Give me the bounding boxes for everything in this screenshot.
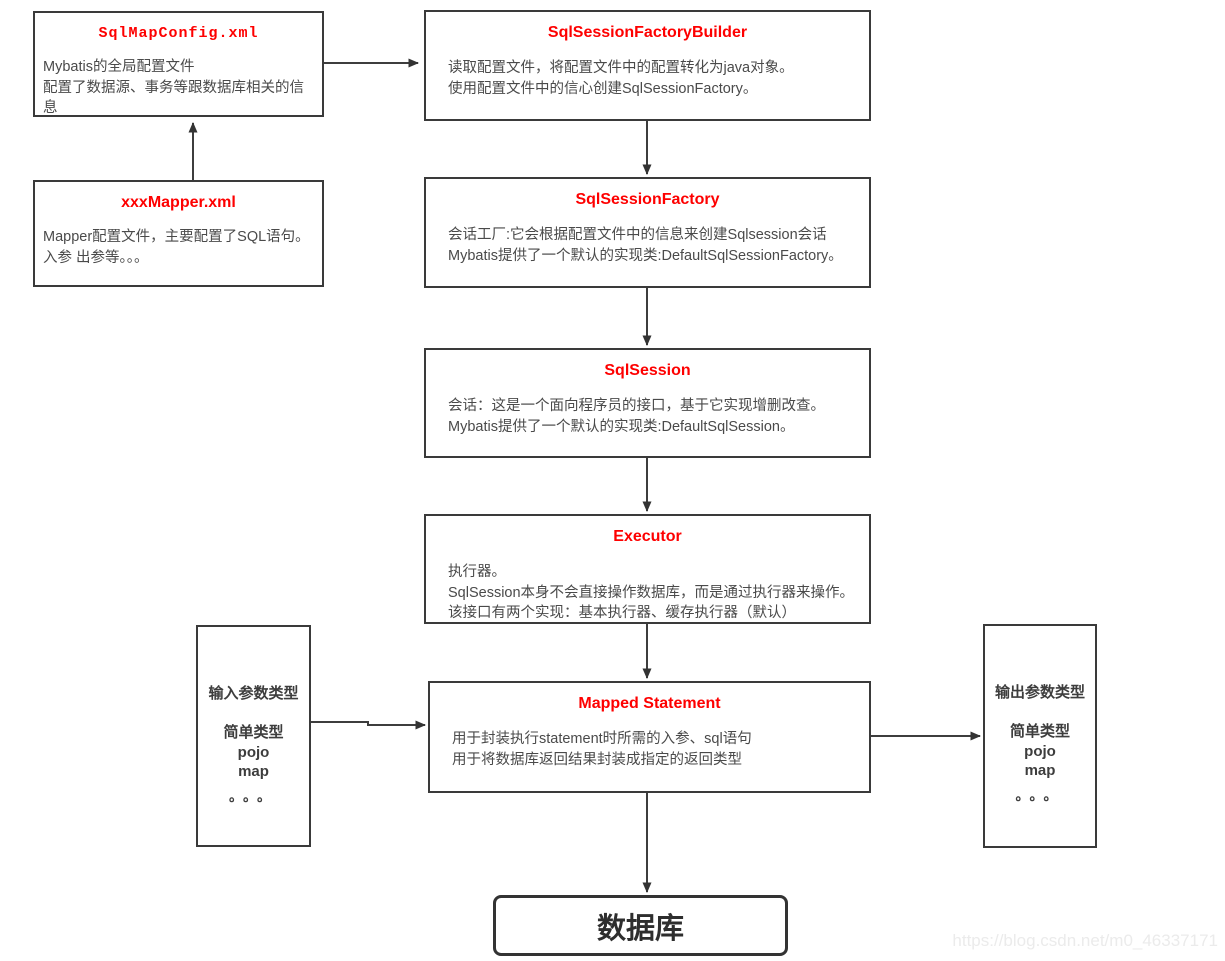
- node-output-param-types: 输出参数类型 简单类型 pojo map 。。。: [983, 624, 1097, 848]
- arrow-input-to-mapped: [311, 720, 426, 730]
- node-description: Mybatis的全局配置文件 配置了数据源、事务等跟数据库相关的信息: [43, 59, 304, 116]
- node-sqlsessionfactorybuilder: SqlSessionFactoryBuilder 读取配置文件，将配置文件中的配…: [424, 10, 871, 121]
- node-title: xxxMapper.xml: [121, 194, 236, 211]
- node-title: SqlMapConfig.xml: [98, 25, 259, 42]
- node-database: 数据库: [493, 895, 788, 956]
- database-label: 数据库: [596, 912, 684, 945]
- param-item: map: [1024, 762, 1056, 779]
- csdn-watermark: https://blog.csdn.net/m0_46337171: [952, 931, 1218, 950]
- node-description: 读取配置文件，将配置文件中的配置转化为java对象。 使用配置文件中的信心创建S…: [448, 60, 794, 97]
- node-title: Mapped Statement: [578, 695, 721, 712]
- node-title: Executor: [613, 528, 682, 545]
- node-description: 会话：这是一个面向程序员的接口，基于它实现增删改查。 Mybatis提供了一个默…: [448, 398, 825, 435]
- param-item: 简单类型: [223, 724, 284, 741]
- node-sqlmapconfig: SqlMapConfig.xml Mybatis的全局配置文件 配置了数据源、事…: [33, 11, 324, 117]
- node-xxxmapper: xxxMapper.xml Mapper配置文件，主要配置了SQL语句。 入参 …: [33, 180, 324, 287]
- param-item: pojo: [237, 743, 270, 761]
- param-title: 输出参数类型: [994, 684, 1085, 701]
- param-item: pojo: [1024, 742, 1056, 760]
- node-title: SqlSessionFactoryBuilder: [547, 24, 748, 41]
- node-description: 会话工厂:它会根据配置文件中的信息来创建Sqlsession会话 Mybatis…: [448, 227, 843, 264]
- node-title: SqlSessionFactory: [575, 191, 720, 208]
- node-description: 用于封装执行statement时所需的入参、sql语句 用于将数据库返回结果封装…: [452, 731, 752, 768]
- node-input-param-types: 输入参数类型 简单类型 pojo map 。。。: [196, 625, 311, 847]
- ellipsis: 。。。: [229, 787, 278, 804]
- node-sqlsession: SqlSession 会话：这是一个面向程序员的接口，基于它实现增删改查。 My…: [424, 348, 871, 458]
- node-sqlsessionfactory: SqlSessionFactory 会话工厂:它会根据配置文件中的信息来创建Sq…: [424, 177, 871, 288]
- param-item: map: [238, 763, 269, 780]
- param-item: 简单类型: [1009, 723, 1070, 740]
- param-title: 输入参数类型: [208, 685, 299, 702]
- node-description: Mapper配置文件，主要配置了SQL语句。 入参 出参等。。。: [43, 229, 310, 266]
- node-executor: Executor 执行器。 SqlSession本身不会直接操作数据库，而是通过…: [424, 514, 871, 624]
- node-description: 执行器。 SqlSession本身不会直接操作数据库，而是通过执行器来操作。 该…: [448, 564, 855, 621]
- node-title: SqlSession: [604, 362, 691, 379]
- ellipsis: 。。。: [1015, 786, 1065, 803]
- node-mapped-statement: Mapped Statement 用于封装执行statement时所需的入参、s…: [428, 681, 871, 793]
